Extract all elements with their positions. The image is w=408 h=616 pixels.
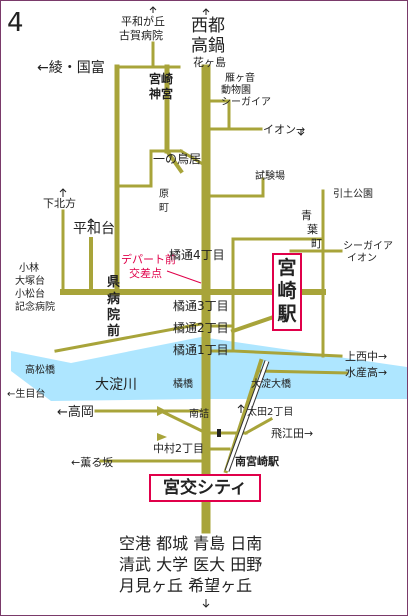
label-shimokitakata: 下北方	[43, 196, 76, 210]
label-oyodoohashi: 大淀大橋	[251, 377, 291, 390]
label-kamisaichu: 上西中→	[345, 350, 387, 363]
destination-line: 月見ヶ丘 希望ヶ丘	[119, 576, 253, 595]
miyako-city-label: 宮交シティ	[163, 478, 247, 498]
label-ikimedai: ←生目台	[7, 387, 45, 400]
label-otsukadai: 大塚台	[15, 274, 45, 287]
label-jingu-2: 神宮	[149, 86, 173, 101]
railway	[224, 360, 270, 472]
label-kobayashi: 小林	[19, 261, 39, 274]
label-kinen-hospital: 記念病院	[15, 300, 55, 313]
label-nakamura2: 中村2丁目	[153, 441, 204, 455]
label-kenbyoin-4: 前	[107, 323, 120, 339]
miyako-city-box[interactable]: 宮交シティ	[149, 474, 261, 502]
label-kenbyoin-3: 院	[107, 307, 120, 323]
label-ota2: 太田2丁目	[247, 405, 293, 418]
label-haramachi-1: 原	[159, 188, 169, 200]
label-aoba-1: 青	[301, 209, 312, 222]
label-nishito: 西都	[191, 16, 225, 36]
label-zoo-3: シーガイア	[221, 96, 271, 108]
label-seagaia: シーガイア	[343, 240, 393, 252]
destination-line: 清武 大学 医大 田野	[119, 555, 263, 574]
direction-arrows	[59, 6, 305, 608]
label-minamizume: 南詰	[189, 407, 209, 420]
department-pointer	[166, 270, 202, 284]
ota-stop-marker	[217, 429, 221, 437]
miyazaki-station-label: 宮崎駅	[277, 257, 297, 325]
label-tachibana3: 橘通3丁目	[173, 298, 229, 313]
destination-line: 空港 都城 青島 日南	[119, 534, 263, 553]
label-takamatsubashi: 高松橋	[25, 363, 55, 376]
label-zoo-2: 動物園	[221, 83, 251, 96]
label-komatsudai: 小松台	[15, 287, 45, 300]
label-tachibana1: 橘通1丁目	[173, 342, 229, 357]
label-heiwagaoka: 平和が丘	[121, 14, 165, 28]
label-department-2: 交差点	[129, 266, 162, 280]
label-aya: ←綾・国富	[37, 59, 105, 76]
label-jingu-1: 宮崎	[149, 71, 173, 86]
label-oyodogawa: 大淀川	[95, 377, 137, 393]
label-hanagashima: 花ヶ島	[193, 55, 226, 69]
label-suisanko: 水産高→	[345, 365, 387, 379]
destinations: 空港 都城 青島 日南 清武 大学 医大 田野 月見ヶ丘 希望ヶ丘	[119, 533, 319, 596]
label-koga-hospital: 古賀病院	[119, 28, 163, 42]
miyazaki-station-box[interactable]: 宮崎駅	[272, 253, 302, 331]
label-tachibana4: 橘通4丁目	[169, 247, 225, 262]
label-aeon-east: イオン	[347, 252, 377, 264]
label-aoba-3: 町	[311, 237, 322, 250]
label-tachibanabashi: 橘橋	[173, 377, 193, 390]
label-aeon-top: イオン→	[263, 123, 305, 136]
label-tachibana2: 橘通2丁目	[173, 320, 229, 335]
label-department-1: デパート前	[121, 252, 176, 266]
label-hikishi-park: 引土公園	[333, 187, 373, 200]
page-number: 4	[7, 8, 24, 38]
label-zoo-1: 雁ヶ音	[225, 71, 255, 84]
road-jingu-2	[164, 148, 184, 174]
label-shikenjo: 試験場	[255, 169, 285, 182]
label-takaoka: ←高岡	[57, 404, 94, 420]
label-ichinotorii: 一の鳥居	[153, 151, 201, 166]
label-heiwadai: 平和台	[73, 221, 115, 237]
label-kaoruzaka: ←薫る坂	[71, 456, 113, 469]
label-minamimiyazaki: 南宮崎駅	[235, 454, 279, 468]
label-haramachi-2: 町	[159, 203, 169, 214]
label-hiekita: 飛江田→	[271, 427, 313, 440]
label-takanabe: 高鍋	[191, 36, 225, 56]
label-kenbyoin-2: 病	[107, 291, 120, 307]
label-aoba-2: 葉	[307, 222, 318, 236]
label-kenbyoin-1: 県	[107, 275, 120, 290]
